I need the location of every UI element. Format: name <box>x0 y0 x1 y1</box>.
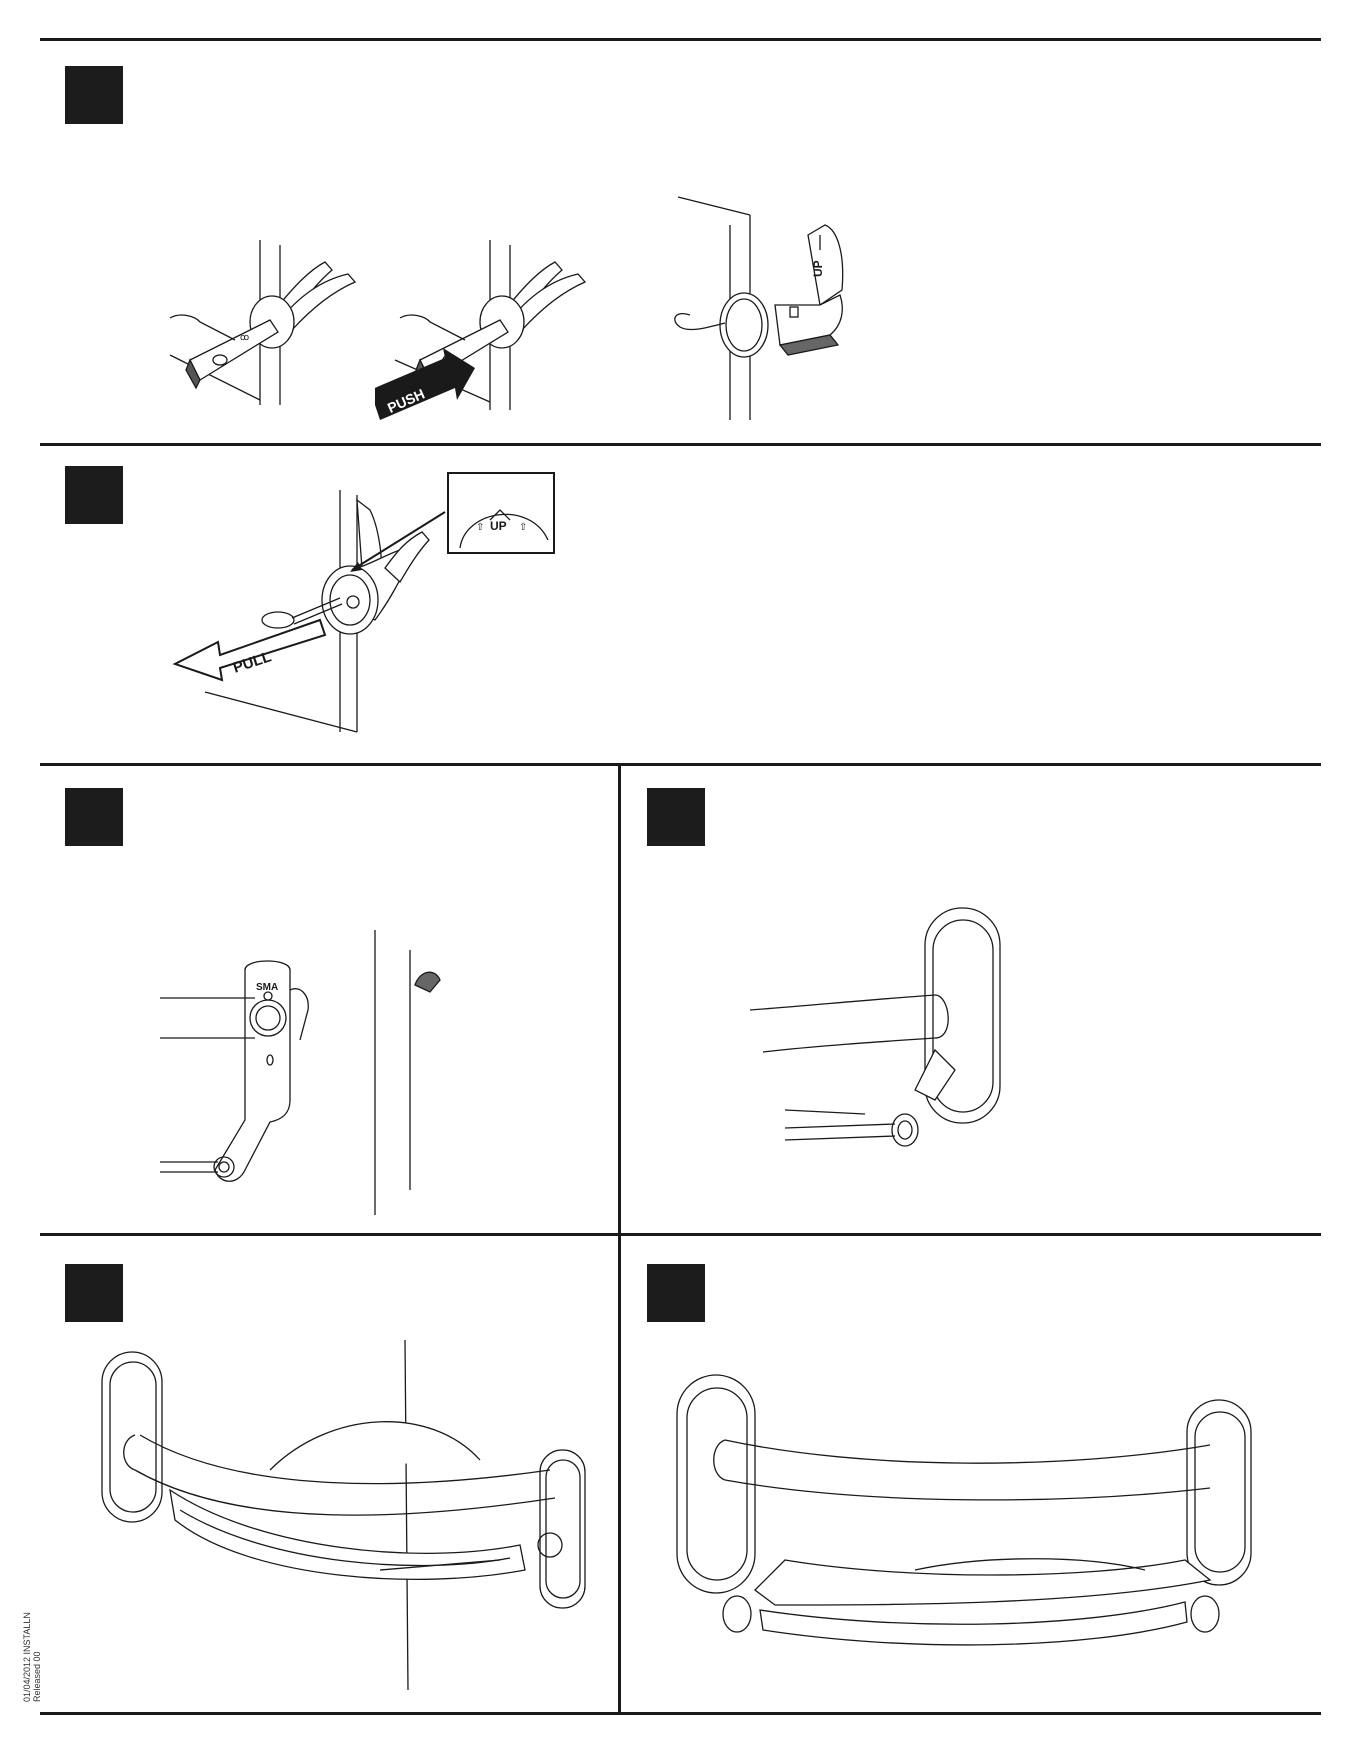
up-label-step1: UP <box>811 260 825 277</box>
step1-illustration-push: PUSH <box>375 230 595 430</box>
document-revision-note: 01/04/2012 INSTALLN Released 00 <box>22 1612 42 1702</box>
step-marker-2 <box>65 466 123 524</box>
section-divider-1 <box>40 443 1321 446</box>
step1-illustration-insert: ꝏ <box>160 230 380 410</box>
step-marker-4 <box>647 788 705 846</box>
section-divider-3 <box>40 1233 1321 1236</box>
up-arrow-icon: ⇧ <box>476 522 484 533</box>
step-marker-3 <box>65 788 123 846</box>
step5-illustration-corner-shelf <box>80 1340 590 1700</box>
up-arrow-icon: ⇧ <box>519 522 527 533</box>
up-label-callout: UP <box>490 519 507 533</box>
step-marker-5 <box>65 1264 123 1322</box>
column-divider <box>618 763 621 1715</box>
step3-illustration-flange: SMA <box>160 930 460 1220</box>
svg-text:ꝏ: ꝏ <box>240 332 249 342</box>
revision-line-1: 01/04/2012 INSTALLN <box>22 1612 32 1702</box>
step2-illustration-pull: PULL UP ⇧ ⇧ <box>160 470 560 740</box>
step-marker-1 <box>65 66 123 124</box>
sma-label: SMA <box>256 982 278 993</box>
top-rule <box>40 38 1321 41</box>
step4-illustration-bar-mounted <box>745 900 1035 1170</box>
bottom-rule <box>40 1712 1321 1715</box>
section-divider-2 <box>40 763 1321 766</box>
step-marker-6 <box>647 1264 705 1322</box>
step6-illustration-straight-shelf <box>665 1370 1275 1670</box>
step1-illustration-installed: UP <box>670 195 870 430</box>
revision-line-2: Released 00 <box>32 1612 42 1702</box>
